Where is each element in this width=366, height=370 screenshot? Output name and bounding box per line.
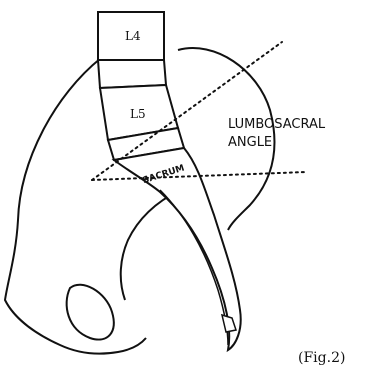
vertebra-l4-label: L4 xyxy=(125,29,141,43)
disc-l4-l5 xyxy=(98,60,166,88)
angle-label-line1: LUMBOSACRAL xyxy=(228,117,326,132)
pelvic-inner-curve xyxy=(121,190,180,300)
figure-caption: (Fig.2) xyxy=(298,350,345,366)
obturator-foramen xyxy=(67,285,114,340)
angle-label-line2: ANGLE xyxy=(228,135,272,150)
vertebra-l5-label: L5 xyxy=(130,107,146,121)
